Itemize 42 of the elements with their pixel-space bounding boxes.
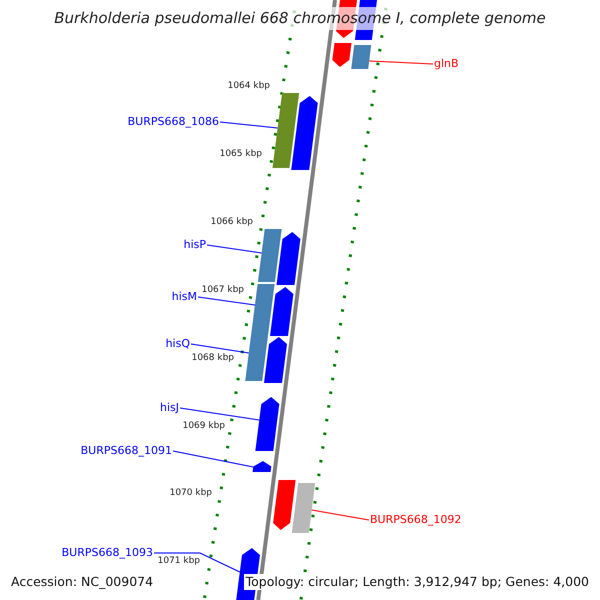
leader-line (368, 60, 434, 64)
gene-label: hisM (172, 289, 197, 305)
accession-text: Accession: NC_009074 (9, 574, 156, 590)
position-label: 1068 kbp (192, 352, 234, 364)
position-label: 1070 kbp (170, 487, 212, 499)
leader-line (180, 408, 260, 420)
gene-feature (252, 461, 272, 472)
leader-line (198, 296, 256, 306)
position-label: 1069 kbp (182, 420, 225, 432)
gene-label: hisQ (166, 336, 190, 352)
gene-bar (292, 483, 316, 533)
position-label: 1064 kbp (228, 80, 270, 92)
gene-bar (245, 334, 268, 381)
gene-label: glnB (434, 56, 459, 72)
gene-bar (251, 284, 275, 334)
leader-line (206, 244, 262, 254)
gene-feature (273, 480, 296, 530)
position-label: 1071 kbp (158, 555, 200, 567)
gene-feature (332, 43, 352, 67)
gene-label: BURPS668_1086 (128, 114, 219, 130)
position-label: 1066 kbp (210, 216, 253, 228)
gene-feature (291, 96, 318, 170)
gene-feature (276, 232, 300, 285)
position-label: 1067 kbp (202, 284, 244, 296)
gene-bar (351, 45, 372, 69)
leader-line (154, 552, 240, 572)
gene-bar (258, 229, 282, 282)
leader-line (172, 450, 254, 468)
leader-line (220, 122, 278, 128)
gene-feature (255, 397, 280, 451)
gene-label: hisP (184, 237, 206, 253)
leader-line (311, 510, 370, 520)
gene-bar (272, 93, 300, 168)
genome-info-text: Topology: circular; Length: 3,912,947 bp; Genes: 4,000 (244, 574, 591, 590)
gene-label: hisJ (160, 400, 179, 416)
gene-label: BURPS668_1093 (62, 545, 153, 561)
gene-label: BURPS668_1092 (370, 512, 462, 528)
position-label: 1065 kbp (220, 148, 262, 160)
leader-line (190, 344, 250, 354)
gene-label: BURPS668_1091 (80, 443, 172, 459)
gene-feature (270, 287, 294, 336)
gene-feature (264, 337, 287, 383)
